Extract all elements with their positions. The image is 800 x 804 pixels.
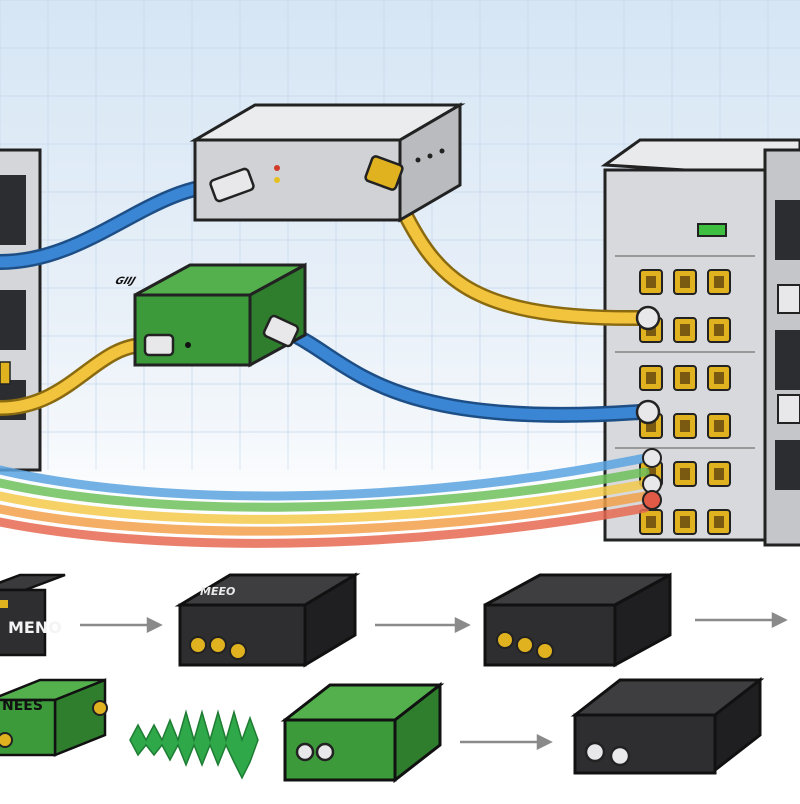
rack-port-socket <box>646 516 656 528</box>
rainbow-cable-green <box>0 467 650 512</box>
rack-port-socket <box>680 324 690 336</box>
arrow-right-icon <box>695 611 788 629</box>
rack-port-socket <box>646 372 656 384</box>
flow-arrows <box>80 611 788 751</box>
green-box-top-label: GIIJ <box>114 275 138 287</box>
rack-port-socket <box>714 276 724 288</box>
signal-wave <box>129 709 259 780</box>
rainbow-cable-orange <box>0 491 650 536</box>
rack-port-socket <box>646 420 656 432</box>
green-media-converter: GIIJ <box>114 262 307 368</box>
black-device-bottom-right <box>570 676 765 775</box>
rack-port-socket <box>714 420 724 432</box>
rack-port-socket <box>714 372 724 384</box>
zigzag-wave-icon <box>129 709 259 780</box>
black-device-right <box>483 572 672 668</box>
rack-port-socket <box>680 372 690 384</box>
rainbow-cable-blue <box>0 453 650 501</box>
black-box-left-label: MENO <box>8 618 62 637</box>
rainbow-cable-red <box>0 503 650 548</box>
rack-port-panel <box>639 269 731 535</box>
rack-port-socket <box>646 468 656 480</box>
rack-port-socket <box>680 516 690 528</box>
silver-network-switch <box>189 102 466 223</box>
rack-port-socket <box>646 276 656 288</box>
cable-bundle <box>0 167 662 548</box>
left-server-rack <box>0 148 42 472</box>
rack-port-socket <box>646 324 656 336</box>
rainbow-cable-yellow <box>0 479 650 524</box>
rack-port-socket <box>680 420 690 432</box>
rack-port-socket <box>714 516 724 528</box>
rack-port-socket <box>714 468 724 480</box>
black-device-middle: MEEO <box>174 572 361 668</box>
green-box-bottom-label: NEES <box>2 698 43 714</box>
green-device-left: NEES <box>0 678 108 757</box>
arrow-right-icon <box>80 616 163 634</box>
arrow-right-icon <box>375 616 471 634</box>
rack-port-socket <box>680 468 690 480</box>
arrow-right-icon <box>460 733 553 751</box>
green-device-middle <box>280 681 445 784</box>
rack-port-socket <box>680 276 690 288</box>
black-box-middle-label: MEEO <box>200 585 235 598</box>
rack-port-socket <box>714 324 724 336</box>
black-device-left: MENO <box>0 573 66 657</box>
